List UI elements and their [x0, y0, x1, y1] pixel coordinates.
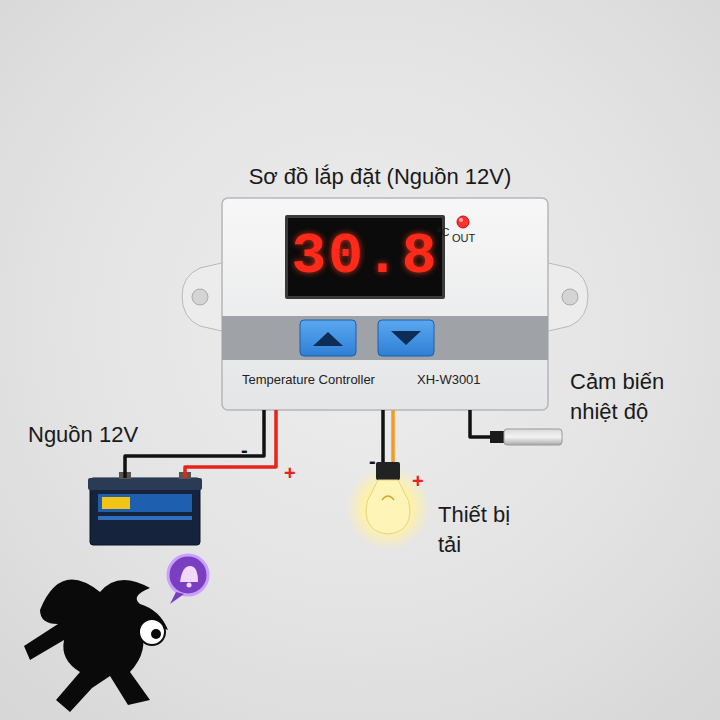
- load-wire-negative: [381, 410, 385, 462]
- temperature-reading: 30.8: [288, 218, 442, 296]
- down-button: [378, 320, 434, 356]
- temperature-probe: [490, 429, 562, 445]
- power-wire-positive: [185, 410, 276, 478]
- device-label: XH-W3001: [417, 371, 481, 389]
- display-screen: 30.8: [285, 215, 445, 299]
- polarity-minus: -: [369, 450, 376, 473]
- sensor-wire: [470, 410, 490, 437]
- light-bulb: [346, 462, 430, 550]
- diagram-title: Sơ đồ lắp đặt (Nguồn 12V): [210, 164, 550, 190]
- controller-housing: [222, 198, 548, 410]
- battery: [88, 472, 202, 545]
- sensor-probe: Cảm biến nhiệt độ: [490, 429, 562, 445]
- load-bulb: Thiết bị tải: [366, 462, 410, 534]
- led-label: OUT: [452, 232, 475, 244]
- load-wire-positive: [391, 410, 395, 462]
- part-label: Nguồn 12V: [28, 420, 138, 450]
- mascot: [24, 555, 208, 712]
- device-label: Temperature Controller: [242, 371, 375, 389]
- up-button: [300, 320, 356, 356]
- unit-label: °C: [437, 226, 449, 238]
- button-band: [222, 316, 548, 360]
- polarity-minus: -: [241, 439, 248, 462]
- controller-box: Temperature Controller XH-W3001 30.8: [222, 198, 548, 410]
- part-label: Thiết bị tải: [438, 500, 520, 559]
- polarity-plus: +: [284, 462, 296, 485]
- led-highlight: [459, 218, 463, 222]
- polarity-plus: +: [412, 470, 424, 493]
- part-label: Cảm biến nhiệt độ: [570, 367, 710, 426]
- battery-box: Nguồn 12V: [90, 478, 200, 545]
- out-led: [457, 216, 469, 228]
